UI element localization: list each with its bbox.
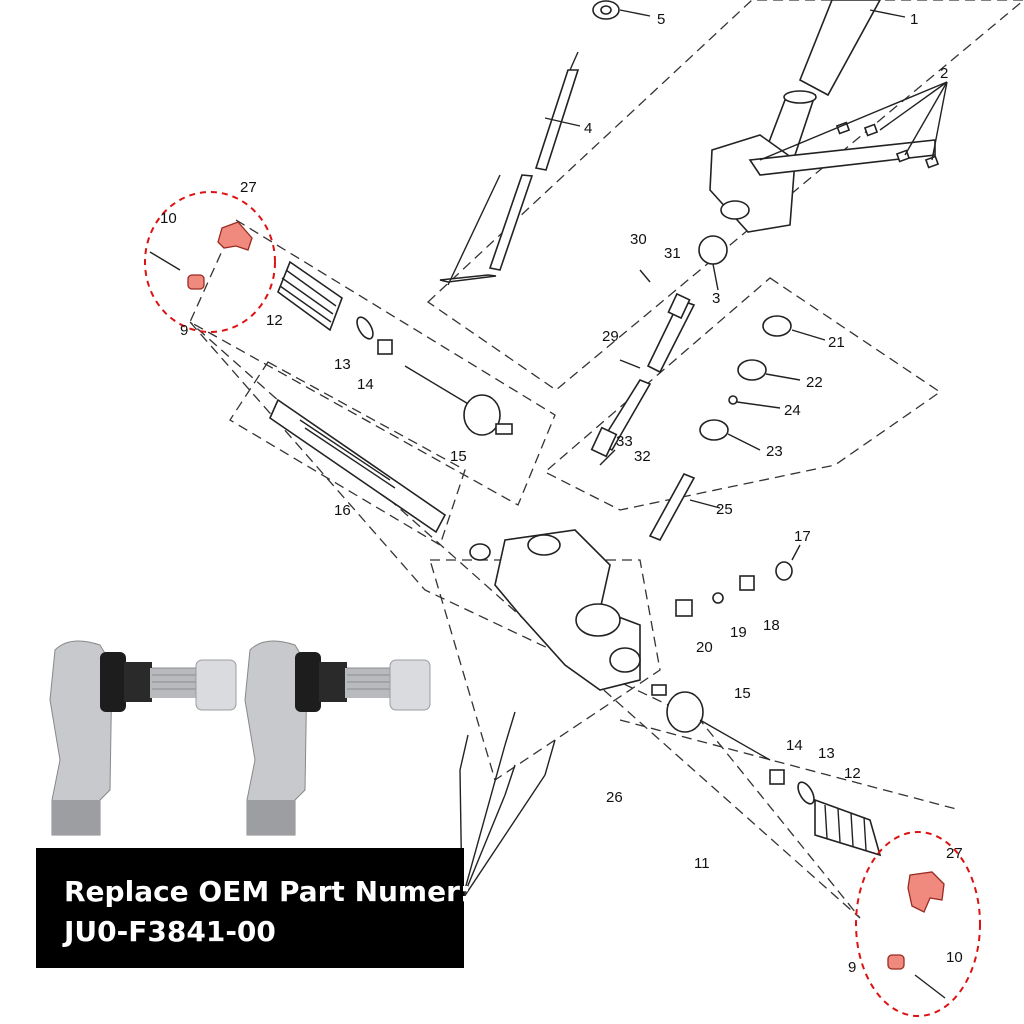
callout-24: 24	[784, 402, 801, 419]
callout-15-bottom: 15	[734, 685, 751, 702]
clip-part-17	[775, 561, 793, 581]
callout-10-bottom: 10	[946, 949, 963, 966]
ring-part-13-bottom	[797, 781, 815, 805]
ball-part-24	[728, 395, 738, 405]
callout-15-top: 15	[450, 448, 467, 465]
seal-part-21	[762, 315, 792, 337]
callout-30: 30	[630, 231, 647, 248]
callout-18: 18	[763, 617, 780, 634]
callout-26: 26	[606, 789, 623, 806]
callout-19: 19	[730, 624, 747, 641]
callout-12-top: 12	[266, 312, 283, 329]
callout-21: 21	[828, 334, 845, 351]
dashed-group-outlines	[189, 0, 1024, 919]
callout-27-bottom: 27	[946, 845, 963, 862]
rack-housing	[469, 529, 641, 691]
caption-line-1: Replace OEM Part Numer:	[64, 875, 472, 908]
nut-part-9-top	[187, 274, 205, 290]
housing-outline	[429, 559, 661, 782]
callout-4: 4	[584, 120, 592, 137]
callout-14-bottom: 14	[786, 737, 803, 754]
tie-rod-end-part-27-bottom	[907, 871, 945, 913]
inner-tie-rod-part-15-bottom	[651, 684, 771, 761]
callout-10-top: 10	[160, 210, 177, 227]
callout-2: 2	[940, 65, 948, 82]
callout-23: 23	[766, 443, 783, 460]
nut-part-9-bottom	[887, 954, 905, 970]
highlight-circle-top	[144, 191, 276, 333]
bearing-part-23	[699, 419, 729, 441]
cotter-pin-part-10-top	[149, 251, 181, 271]
tie-rod-end-photo-left	[49, 640, 237, 836]
caption-line-2: JU0-F3841-00	[64, 915, 276, 948]
tie-rod-upper-outline	[189, 219, 556, 506]
boot-part-12-bottom	[814, 798, 882, 857]
cotter-pin-part-10-bottom	[914, 974, 946, 999]
ring-part-22	[737, 359, 767, 381]
tie-rod-end-photo-right	[244, 640, 431, 836]
callout-25: 25	[716, 501, 733, 518]
callout-22: 22	[806, 374, 823, 391]
intermediate-shaft-part-29	[590, 292, 696, 458]
pinion-part-25	[648, 472, 696, 542]
pinion-outline	[543, 277, 942, 511]
spring-part-19	[712, 592, 724, 604]
ring-part-13-top	[356, 316, 374, 340]
right-tie-rod-outline	[619, 719, 961, 811]
callout-14-top: 14	[357, 376, 374, 393]
callout-13-top: 13	[334, 356, 351, 373]
callout-12-bottom: 12	[844, 765, 861, 782]
callout-27-top: 27	[240, 179, 257, 196]
rack-part-16	[268, 398, 447, 534]
bushing-part-3	[698, 235, 728, 265]
callout-3: 3	[712, 290, 720, 307]
callout-31: 31	[664, 245, 681, 262]
callout-20: 20	[696, 639, 713, 656]
inner-tie-rod-part-15-top	[404, 365, 513, 436]
callout-5: 5	[657, 11, 665, 28]
nut-part-18	[739, 575, 755, 591]
callout-9-top: 9	[180, 322, 188, 339]
column-outline	[426, 0, 1024, 391]
steering-column	[709, 0, 936, 233]
boot-part-12-top	[277, 260, 343, 332]
nut-part-14-bottom	[769, 769, 785, 785]
leader-lines	[544, 9, 906, 561]
shaft-part-4	[439, 51, 580, 286]
rack-outline	[229, 361, 466, 546]
bolts-part-2	[759, 81, 948, 169]
callout-11: 11	[694, 855, 710, 872]
callout-33: 33	[616, 433, 633, 450]
callout-32: 32	[634, 448, 651, 465]
callout-13-bottom: 13	[818, 745, 835, 762]
tie-rod-end-part-27-top	[217, 221, 253, 251]
callout-17: 17	[794, 528, 811, 545]
nut-part-14-top	[377, 339, 393, 355]
callout-1: 1	[910, 11, 918, 28]
callout-9-bottom: 9	[848, 959, 856, 976]
callout-29: 29	[602, 328, 619, 345]
oem-part-number-banner: Replace OEM Part Numer: JU0-F3841-00	[36, 848, 472, 968]
yoke-part-20	[675, 599, 693, 617]
callout-16: 16	[334, 502, 351, 519]
bolts-part-8	[459, 711, 556, 901]
highlight-circle-bottom	[855, 831, 981, 1017]
